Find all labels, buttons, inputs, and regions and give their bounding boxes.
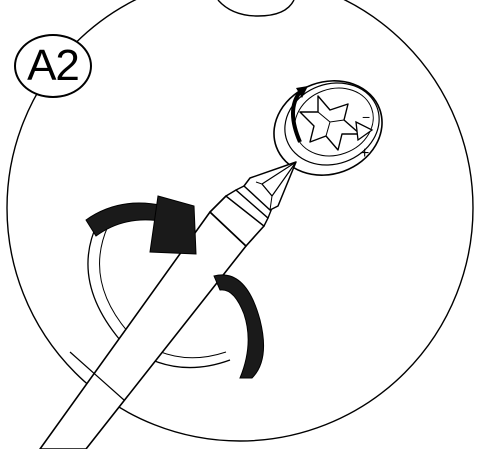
- step-label: A2: [27, 41, 80, 90]
- screw-minus-sign: −: [362, 109, 370, 125]
- screw-plus-sign: +: [360, 145, 369, 162]
- rotation-arrow: [85, 195, 265, 379]
- screw-head: [273, 80, 383, 176]
- detail-circle: [6, 0, 474, 442]
- step-badge: A2: [14, 34, 92, 98]
- screwdriver: [39, 161, 297, 449]
- callout-arc: [217, 0, 295, 17]
